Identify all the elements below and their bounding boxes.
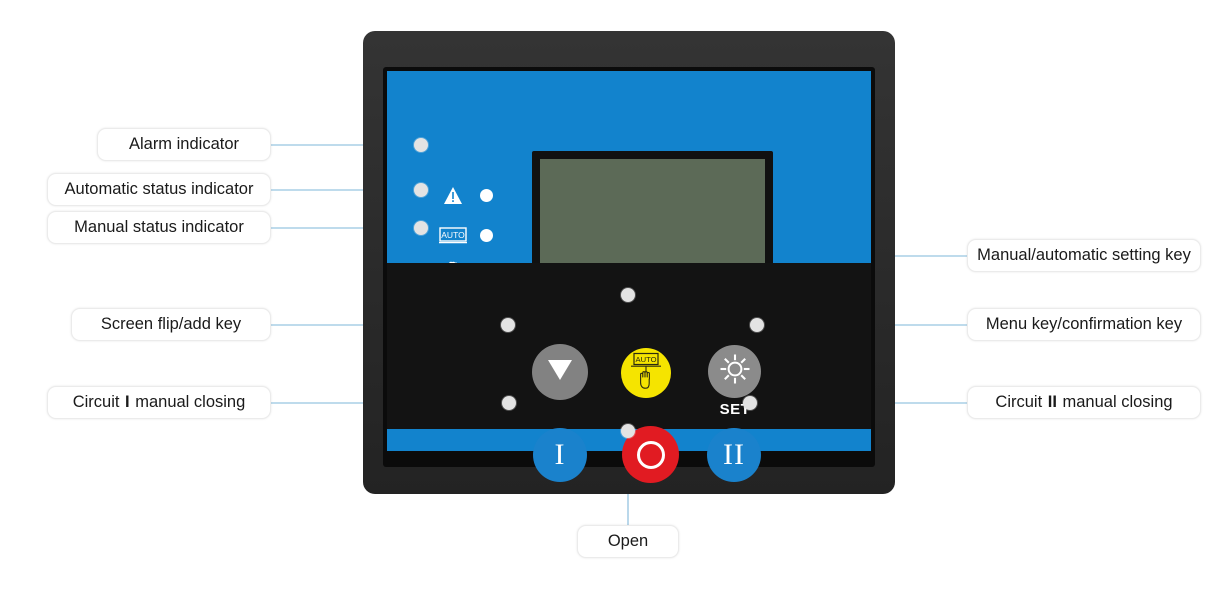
label-circuit-1-manual-closing: Circuit I manual closing bbox=[47, 386, 271, 419]
set-button-label: SET bbox=[719, 401, 751, 418]
led-automatic bbox=[480, 228, 493, 242]
callout-dot-open bbox=[621, 424, 635, 438]
auto-box-icon: AUTO bbox=[439, 223, 467, 247]
label-text-numeral: I bbox=[125, 393, 130, 411]
label-open: Open bbox=[577, 525, 679, 558]
callout-dot-auto-manual bbox=[621, 288, 635, 302]
label-manual-status-indicator: Manual status indicator bbox=[47, 211, 271, 244]
label-text-numeral: II bbox=[1047, 393, 1057, 411]
callout-dot-circuit-1 bbox=[502, 396, 516, 410]
circuit-2-manual-closing-button[interactable]: II bbox=[707, 428, 761, 482]
svg-text:AUTO: AUTO bbox=[441, 230, 465, 240]
label-text-pre: Circuit bbox=[995, 393, 1047, 411]
label-text: Alarm indicator bbox=[128, 135, 240, 153]
label-text-pre: Circuit bbox=[72, 393, 125, 411]
manual-automatic-setting-button[interactable]: AUTO bbox=[621, 348, 671, 398]
label-alarm-indicator: Alarm indicator bbox=[97, 128, 271, 161]
menu-confirmation-button[interactable] bbox=[708, 345, 761, 398]
callout-dot-screen-flip bbox=[501, 318, 515, 332]
label-manual-automatic-setting-key: Manual/automatic setting key bbox=[967, 239, 1201, 272]
auto-hand-icon: AUTO bbox=[629, 351, 663, 396]
label-text-post: manual closing bbox=[130, 393, 246, 411]
panel-blue-area: AUTO bbox=[387, 71, 871, 293]
label-text: Manual/automatic setting key bbox=[977, 246, 1191, 264]
sun-gear-icon bbox=[719, 353, 751, 390]
label-text: Automatic status indicator bbox=[64, 180, 254, 198]
callout-dot-alarm bbox=[414, 138, 428, 152]
open-ring-icon bbox=[636, 440, 665, 469]
label-text: Open bbox=[607, 532, 649, 550]
callout-dot-automatic bbox=[414, 183, 428, 197]
callout-dot-menu-key bbox=[750, 318, 764, 332]
device-inner-frame: AUTO bbox=[383, 67, 875, 483]
roman-two-icon: II bbox=[723, 438, 745, 471]
indicator-row-alarm bbox=[439, 182, 529, 208]
triangle-down-icon bbox=[546, 357, 574, 387]
callout-dot-circuit-2 bbox=[743, 396, 757, 410]
warning-triangle-icon bbox=[439, 183, 467, 207]
indicator-row-automatic: AUTO bbox=[439, 222, 529, 248]
screen-flip-add-button[interactable] bbox=[532, 344, 588, 400]
label-screen-flip-add-key: Screen flip/add key bbox=[71, 308, 271, 341]
callout-dot-manual bbox=[414, 221, 428, 235]
label-circuit-2-manual-closing: Circuit II manual closing bbox=[967, 386, 1201, 419]
label-text: Manual status indicator bbox=[74, 218, 244, 236]
controller-device: AUTO bbox=[363, 31, 895, 494]
svg-text:AUTO: AUTO bbox=[636, 355, 657, 364]
label-menu-key-confirmation-key: Menu key/confirmation key bbox=[967, 308, 1201, 341]
label-text: Screen flip/add key bbox=[100, 315, 242, 333]
label-text: Circuit II manual closing bbox=[995, 393, 1172, 412]
circuit-1-manual-closing-button[interactable]: I bbox=[533, 428, 587, 482]
led-alarm bbox=[480, 188, 493, 202]
label-text: Menu key/confirmation key bbox=[985, 315, 1183, 333]
label-automatic-status-indicator: Automatic status indicator bbox=[47, 173, 271, 206]
label-text-post: manual closing bbox=[1057, 393, 1173, 411]
roman-one-icon: I bbox=[554, 438, 566, 471]
label-text: Circuit I manual closing bbox=[73, 393, 246, 412]
